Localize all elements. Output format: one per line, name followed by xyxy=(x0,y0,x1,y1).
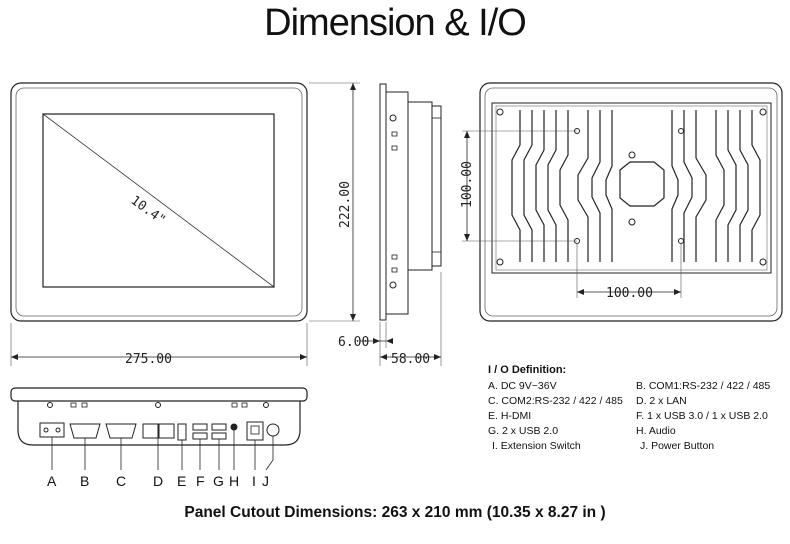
io-item: E. H-DMI xyxy=(488,410,532,422)
front-view xyxy=(10,82,360,366)
port-letter-b: B xyxy=(80,473,89,489)
vesa-horizontal-label: 100.00 xyxy=(606,286,653,301)
diagonal-label: 10.4" xyxy=(128,193,168,228)
port-letter-f: F xyxy=(196,473,205,489)
side-view xyxy=(360,83,442,366)
io-heading: I / O Definition: xyxy=(488,364,567,376)
heatsink-fins xyxy=(511,110,761,262)
io-definition: I / O Definition: A. DC 9V~36V B. COM1:R… xyxy=(488,364,788,452)
io-item: D. 2 x LAN xyxy=(636,395,687,407)
io-item: G. 2 x USB 2.0 xyxy=(488,425,559,437)
page-title: Dimension & I/O xyxy=(264,2,527,44)
io-item: J. Power Button xyxy=(640,440,715,452)
io-item: B. COM1:RS-232 / 422 / 485 xyxy=(636,380,771,392)
io-item: F. 1 x USB 3.0 / 1 x USB 2.0 xyxy=(636,410,768,422)
io-item: H. Audio xyxy=(636,425,676,437)
bezel-label: 6.00 xyxy=(338,335,369,350)
panel-cutout-caption: Panel Cutout Dimensions: 263 x 210 mm (1… xyxy=(184,504,606,521)
bottom-view xyxy=(10,387,308,471)
io-item: I. Extension Switch xyxy=(492,440,581,452)
port-letter-j: J xyxy=(262,473,269,489)
port-letter-a: A xyxy=(47,473,57,489)
port-letter-c: C xyxy=(116,473,126,489)
port-letter-e: E xyxy=(177,473,186,489)
rear-view xyxy=(462,82,783,322)
height-label: 222.00 xyxy=(338,181,353,228)
vesa-vertical-label: 100.00 xyxy=(460,161,475,208)
port-letter-h: H xyxy=(229,473,239,489)
port-letter-g: G xyxy=(213,473,224,489)
port-letter-i: I xyxy=(252,473,256,489)
depth-label: 58.00 xyxy=(391,352,430,367)
width-label: 275.00 xyxy=(125,352,172,367)
io-item: C. COM2:RS-232 / 422 / 485 xyxy=(488,395,623,407)
port-letter-d: D xyxy=(153,473,163,489)
io-item: A. DC 9V~36V xyxy=(488,380,557,392)
